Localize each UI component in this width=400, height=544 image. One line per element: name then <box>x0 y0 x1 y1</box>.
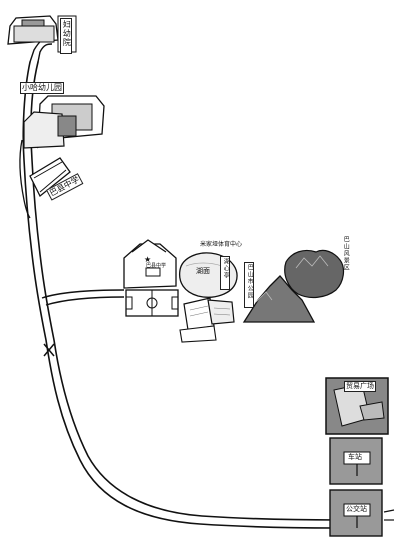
mountain-icon <box>242 275 316 323</box>
gate-icon <box>29 157 71 198</box>
station-label: 车站 <box>348 453 362 461</box>
sports-field <box>125 289 179 317</box>
stadium-sign-label: 米家垭体育中心 <box>200 241 243 248</box>
plaza-label: 贸易广场 <box>344 381 376 393</box>
branch-middle <box>41 289 125 306</box>
park-sign-label: 巴山市公园 <box>244 262 255 308</box>
school-building <box>123 239 177 289</box>
hospital-building <box>7 15 59 45</box>
hospital-label: 妇幼院 <box>60 18 73 54</box>
busstop-board <box>329 489 383 537</box>
main-road <box>22 61 339 529</box>
book-icon <box>179 297 235 343</box>
station-board <box>329 437 383 485</box>
mountain-sign-label: 巴山风景区 <box>342 236 350 271</box>
star-icon: ★ <box>144 255 151 264</box>
lake-note-label: 湖心亭 <box>220 256 231 290</box>
busstop-label: 公交站 <box>346 505 367 513</box>
kindergarten-label: 小哈幼儿园 <box>20 82 64 95</box>
building-sign-label: 巴县中学 <box>146 263 167 269</box>
kindergarten-building <box>23 95 105 149</box>
lake-label: 湖面 <box>196 267 210 275</box>
mountain-range-icon <box>284 249 345 299</box>
x-mark <box>43 343 55 357</box>
